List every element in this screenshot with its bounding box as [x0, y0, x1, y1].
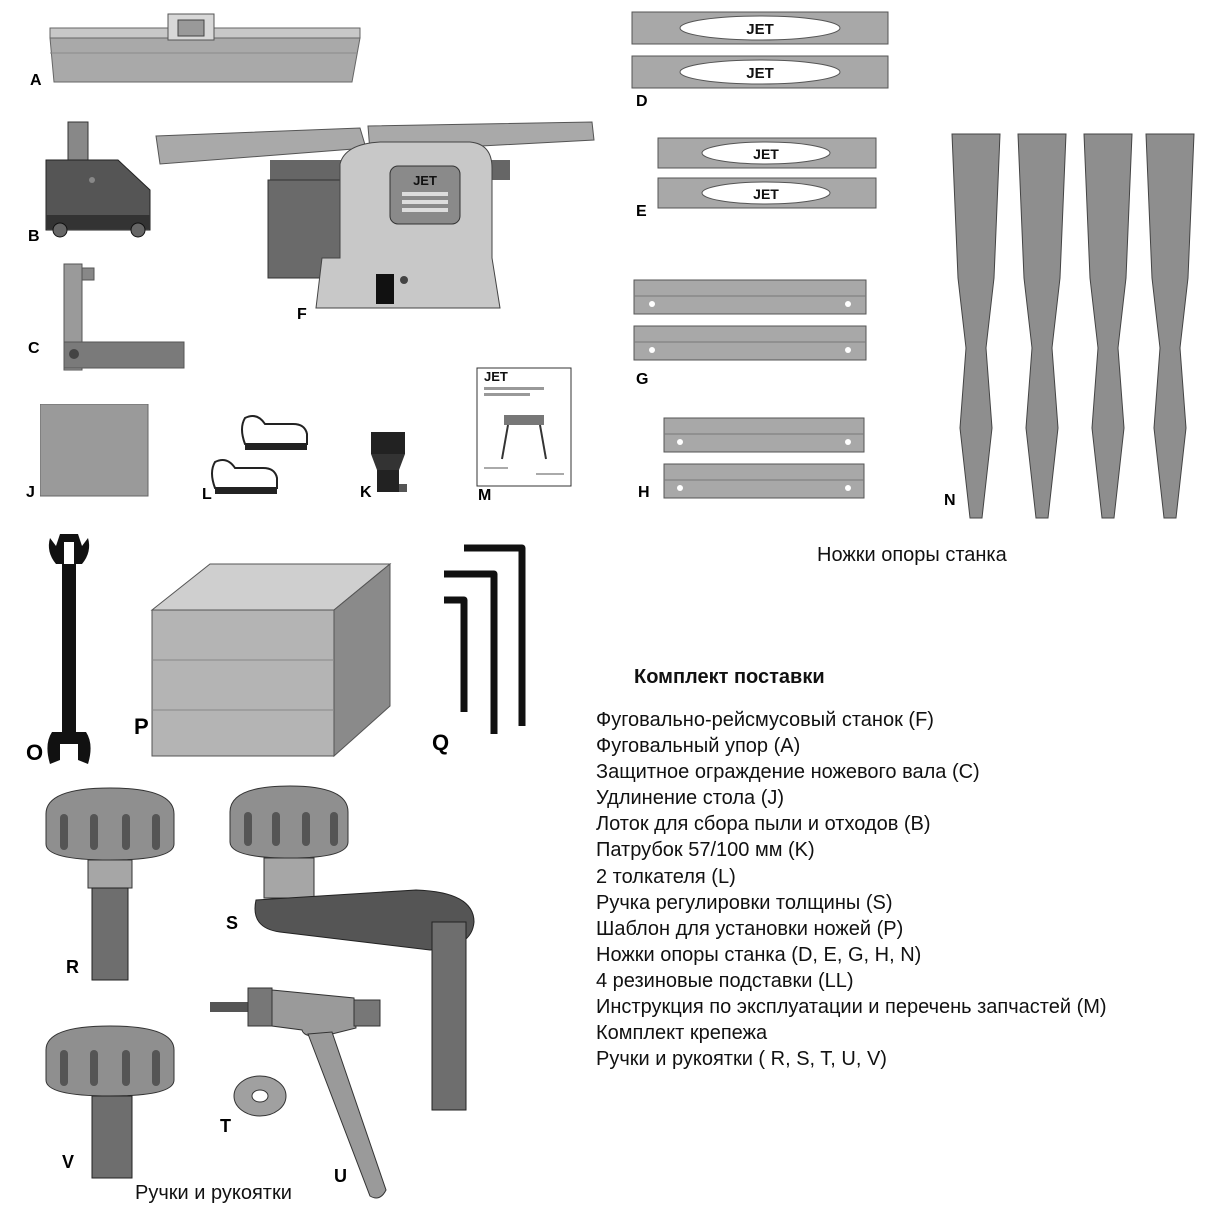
label-k: K	[360, 484, 372, 501]
label-m: M	[478, 487, 492, 504]
stand-brace-h-illustration	[663, 417, 865, 499]
stand-legs-illustration	[951, 133, 1195, 519]
table-extension-illustration	[40, 404, 149, 497]
wrench-illustration	[47, 534, 91, 764]
label-r: R	[66, 957, 79, 977]
label-j: J	[26, 484, 35, 501]
jet-logo-e1: JET	[753, 146, 779, 162]
hex-keys-illustration	[444, 544, 526, 734]
label-e: E	[636, 203, 647, 220]
jet-logo-d2: JET	[746, 65, 774, 82]
package-list: Фуговально-рейсмусовый станок (F) Фугова…	[596, 707, 1107, 1072]
push-blocks-illustration	[211, 415, 308, 494]
package-item: Защитное ограждение ножевого вала (C)	[596, 761, 980, 784]
label-a: A	[30, 72, 42, 89]
label-g: G	[636, 371, 649, 388]
package-item: 2 толкателя (L)	[596, 865, 736, 888]
package-item: Патрубок 57/100 мм (K)	[596, 839, 815, 862]
package-item: Фуговальный упор (A)	[596, 735, 801, 758]
knob-r-illustration	[45, 787, 175, 981]
package-item: Ножки опоры станка (D, E, G, H, N)	[596, 943, 922, 966]
label-l: L	[202, 486, 212, 503]
jet-logo-d1: JET	[746, 21, 774, 38]
dust-chute-illustration	[45, 121, 151, 238]
label-h: H	[638, 484, 650, 501]
manual-illustration: JET	[476, 367, 572, 487]
stand-brace-g-illustration	[633, 279, 867, 361]
package-item: Комплект крепежа	[596, 1022, 768, 1045]
label-u: U	[334, 1166, 347, 1186]
knob-v-illustration	[45, 1025, 175, 1179]
package-item: Ручки и рукоятки ( R, S, T, U, V)	[596, 1048, 887, 1071]
label-q: Q	[432, 730, 450, 755]
stand-panel-d-illustration: JET JET	[631, 11, 889, 89]
label-n: N	[944, 492, 956, 509]
jet-logo-e2: JET	[753, 186, 779, 202]
package-item: 4 резиновые подставки (LL)	[596, 969, 854, 992]
handles-caption: Ручки и рукоятки	[135, 1182, 292, 1204]
package-item: Ручка регулировки толщины (S)	[596, 891, 893, 914]
label-b: B	[28, 228, 40, 245]
label-c: C	[28, 340, 40, 357]
clamp-lever-illustration	[210, 987, 387, 1199]
label-v: V	[62, 1152, 75, 1172]
label-t: T	[220, 1116, 231, 1136]
jointer-planer-illustration: JET	[155, 121, 595, 309]
knife-gauge-illustration	[150, 562, 392, 758]
fence-illustration	[49, 13, 361, 83]
package-item: Удлинение стола (J)	[596, 787, 785, 810]
dust-port-adapter-illustration	[371, 432, 407, 492]
jet-logo-manual: JET	[484, 369, 508, 384]
label-f: F	[297, 306, 307, 323]
package-title: Комплект поставки	[634, 666, 825, 688]
package-item: Фуговально-рейсмусовый станок (F)	[596, 709, 934, 731]
washer-illustration	[233, 1075, 287, 1117]
jet-logo-machine: JET	[413, 173, 437, 188]
package-item: Шаблон для установки ножей (P)	[596, 917, 904, 940]
package-item: Инструкция по эксплуатации и перечень за…	[596, 996, 1107, 1019]
label-s: S	[226, 913, 239, 933]
label-o: O	[26, 740, 44, 765]
stand-panel-e-illustration: JET JET	[657, 137, 877, 209]
blade-guard-illustration	[63, 263, 185, 371]
crank-handle-illustration	[229, 785, 475, 1111]
label-p: P	[134, 714, 149, 739]
legs-caption: Ножки опоры станка	[817, 544, 1007, 566]
label-d: D	[636, 93, 648, 110]
package-item: Лоток для сбора пыли и отходов (B)	[596, 813, 931, 836]
